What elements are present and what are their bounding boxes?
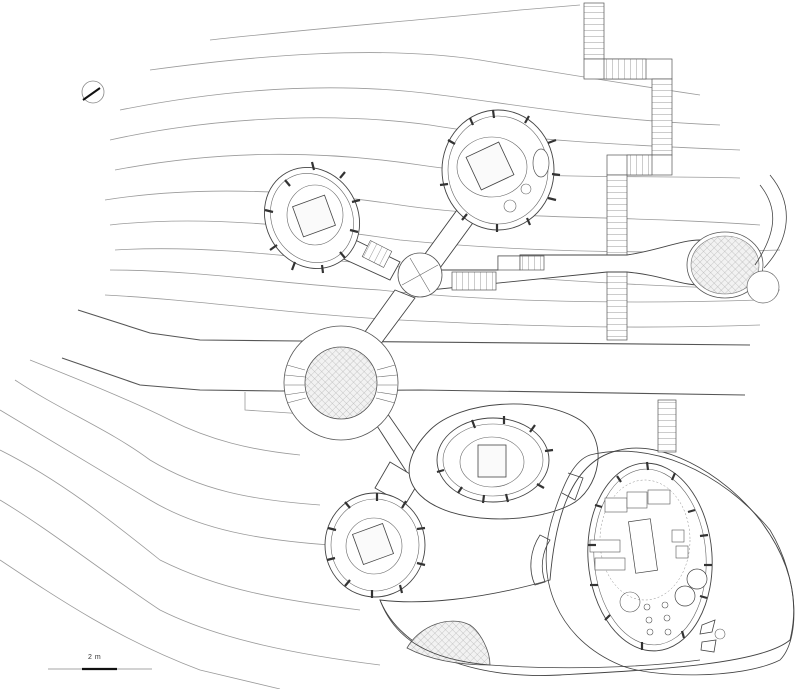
cabin-center-east — [408, 403, 599, 520]
north-arrow-icon — [81, 80, 105, 104]
cabin-northwest — [263, 161, 361, 274]
pavilion-southeast — [379, 447, 795, 676]
bed-icon — [477, 444, 507, 478]
contour-lines-south — [0, 359, 381, 689]
lounge-chair-icon — [699, 619, 716, 635]
round-table-icon — [686, 568, 708, 590]
pools — [686, 174, 787, 304]
bed-icon — [292, 194, 336, 238]
lawn-hatch — [406, 620, 491, 666]
cabin-north — [439, 109, 561, 232]
bed-icon — [465, 141, 515, 191]
long-table-icon — [628, 518, 658, 574]
scale-bar-label: 2 m — [88, 654, 102, 661]
east-walkway — [429, 239, 701, 291]
circular-plaza — [283, 325, 399, 441]
lounge-chair-icon — [700, 639, 717, 653]
cabin-southwest — [324, 492, 426, 598]
contour-lines-north — [104, 4, 781, 328]
pavilion-stair — [657, 399, 677, 453]
bathtub-icon — [532, 148, 550, 178]
bed-icon — [351, 522, 395, 566]
switchback-stair — [583, 2, 673, 341]
road-edges — [61, 309, 751, 396]
junction-node — [397, 252, 443, 298]
round-table-icon — [674, 585, 696, 607]
